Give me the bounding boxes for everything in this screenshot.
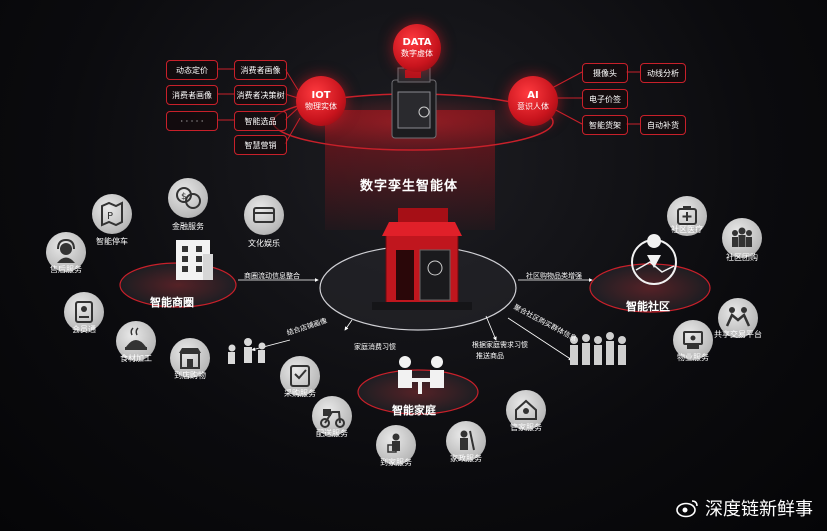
people-group-left-icon <box>228 338 266 364</box>
node-food-processing-label: 食材加工 <box>120 354 152 363</box>
node-membership <box>64 292 104 332</box>
node-shared-trading-label: 共享交易平台 <box>714 330 762 339</box>
property-service-icon <box>683 331 703 349</box>
ai-box-e-label: 电子价签 <box>582 89 628 109</box>
node-aftersales <box>46 232 86 272</box>
delivery-scooter-icon <box>320 409 345 428</box>
node-purchasing <box>280 356 320 396</box>
node-group-buying <box>722 218 762 258</box>
ai-circle: AI 意识人体 <box>508 76 558 126</box>
top-kiosk-icon <box>391 67 437 139</box>
node-food-processing <box>116 321 156 361</box>
iot-box-smart-selection: 智能选品 <box>234 111 287 131</box>
iot-box-ellipsis: · · · · · <box>166 111 218 131</box>
node-culture-label: 文化娱乐 <box>248 239 280 248</box>
data-circle-line1: DATA <box>402 37 432 49</box>
node-butler-label: 管家服务 <box>510 423 542 432</box>
node-home-service-label: 到家服务 <box>380 458 412 467</box>
iot-box-dynamic-pricing: 动态定价 <box>166 60 218 80</box>
node-finance-label: 金融服务 <box>172 222 204 231</box>
headset-icon <box>57 238 75 263</box>
iot-links <box>217 68 301 145</box>
data-circle: DATA 数字虚体 <box>393 24 441 72</box>
node-home-service <box>376 425 416 465</box>
connector-mall-center: 商圈流动信息整合 <box>244 272 300 280</box>
iot-box-consumer-profile: 消费者画像 <box>166 85 218 105</box>
iot-box-decision-tree: 消费者决策树 <box>234 85 287 105</box>
iot-circle-line1: IOT <box>311 90 331 102</box>
watermark-text: 深度链新鲜事 <box>705 499 813 520</box>
ai-circle-line1: AI <box>527 90 539 102</box>
node-group-buying-label: 社区团购 <box>726 253 758 262</box>
data-circle-line2: 数字虚体 <box>401 49 433 59</box>
food-processing-icon <box>125 327 147 350</box>
crowd-right-icon <box>570 332 626 365</box>
svg-text:P: P <box>107 211 113 222</box>
building-icon <box>176 240 213 280</box>
node-instore <box>170 338 210 378</box>
community-hub-label: 智能社区 <box>626 300 670 313</box>
iot-circle-line2: 物理实体 <box>305 102 337 112</box>
membership-card-icon <box>75 301 93 323</box>
ai-box-auto-replenish: 自动补货 <box>640 115 686 135</box>
node-housekeeping <box>446 421 486 461</box>
node-instore-label: 到店购物 <box>174 371 206 380</box>
node-housekeeping-label: 家政服务 <box>450 454 482 463</box>
center-store-icon <box>372 208 472 310</box>
map-pin-icon <box>631 234 677 285</box>
ai-circle-line2: 意识人体 <box>517 102 549 112</box>
mall-hub-label: 智能商圈 <box>150 296 194 309</box>
ai-box-smart-shelf: 智能货架 <box>582 115 628 135</box>
node-property-service-label: 物业服务 <box>677 353 709 362</box>
svg-text:$: $ <box>181 192 187 202</box>
watermark: 深度链新鲜事 <box>675 495 813 521</box>
connector-home-left: 家庭消费习惯 <box>354 343 396 351</box>
cleaning-icon <box>460 430 475 451</box>
center-title: 数字孪生智能体 <box>360 179 459 194</box>
node-finance: $ <box>168 178 208 218</box>
family-table-icon <box>398 356 444 394</box>
connector-home-right: 根据家庭需求习惯 <box>472 341 528 349</box>
node-shared-trading <box>718 298 758 338</box>
connector-arrows <box>238 278 593 361</box>
medical-kit-icon <box>677 206 697 225</box>
coins-icon: $ <box>176 187 201 209</box>
node-purchasing-label: 采购服务 <box>284 389 316 398</box>
group-people-icon <box>732 227 752 247</box>
node-parking-label: 智能停车 <box>96 237 128 246</box>
node-property-service <box>673 320 713 360</box>
node-culture <box>244 195 284 235</box>
node-membership-label: 会员通 <box>72 325 96 334</box>
node-community-medical-label: 社区医疗 <box>671 225 703 234</box>
handshake-icon <box>725 307 751 327</box>
home-hub-label: 智能家庭 <box>392 404 436 417</box>
iot-box-smart-marketing: 智慧营销 <box>234 135 287 155</box>
node-butler <box>506 390 546 430</box>
weibo-logo-icon <box>676 500 698 518</box>
node-parking: P <box>92 194 132 234</box>
parking-map-icon: P <box>101 201 123 227</box>
ai-box-camera: 摄像头 <box>582 63 628 83</box>
connector-center-community: 社区购物品类增强 <box>526 272 582 280</box>
node-aftersales-label: 售后服务 <box>50 265 82 274</box>
connector-home-right-2: 推送商品 <box>476 352 504 360</box>
home-delivery-icon <box>387 433 400 453</box>
purchase-icon <box>290 365 310 387</box>
iot-circle: IOT 物理实体 <box>296 76 346 126</box>
iot-box-consumer-profile-2: 消费者画像 <box>234 60 287 80</box>
ai-box-flow-analysis: 动线分析 <box>640 63 686 83</box>
card-icon <box>253 207 275 223</box>
node-community-medical <box>667 196 707 236</box>
node-delivery <box>312 396 352 436</box>
storefront-icon <box>179 348 201 369</box>
butler-icon <box>515 399 537 420</box>
node-delivery-label: 配送服务 <box>316 429 348 438</box>
